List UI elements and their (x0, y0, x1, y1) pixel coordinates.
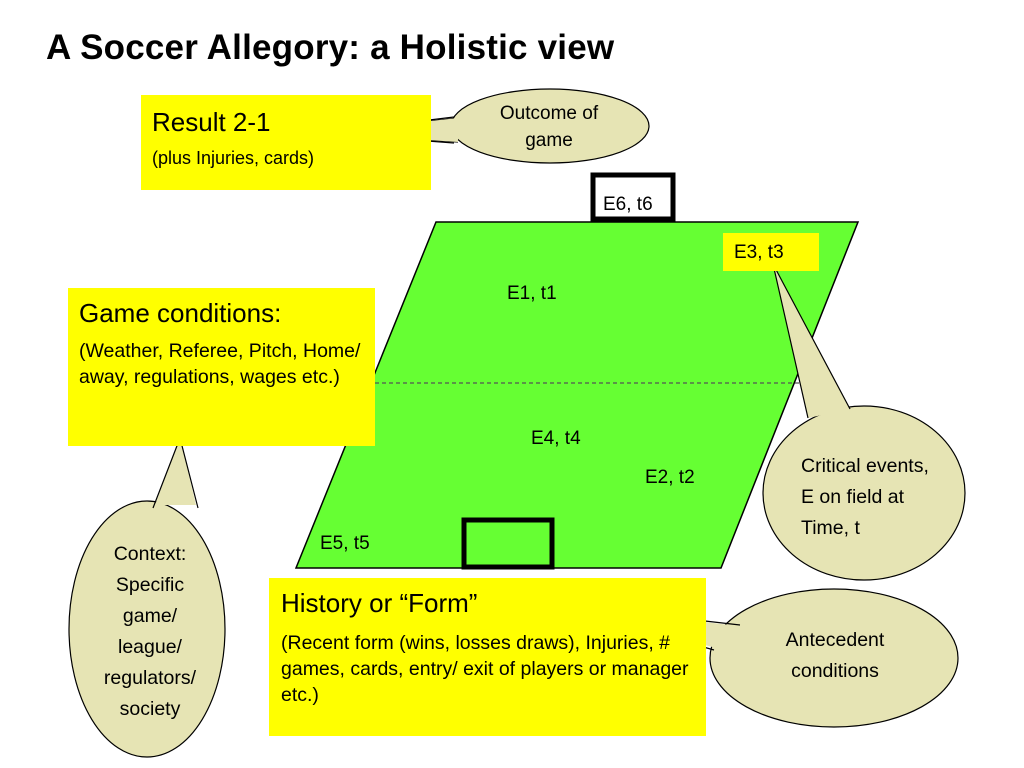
context-callout-ellipse (68, 500, 226, 758)
game-conditions-heading: Game conditions: (79, 298, 282, 328)
slide-title: A Soccer Allegory: a Holistic view (46, 28, 615, 67)
antecedent-callout-text: Antecedent conditions (785, 629, 885, 682)
event-e3-label: E3, t3 (734, 242, 784, 263)
bottom-goal (461, 517, 555, 570)
game-conditions-box: Game conditions: (Weather, Referee, Pitc… (68, 288, 375, 446)
critical-callout-text: Critical events, E on field at Time, t (801, 454, 929, 539)
history-detail: (Recent form (wins, losses draws), Injur… (281, 632, 689, 706)
context-callout-text: Context: Specific game/ league/ regulato… (103, 543, 197, 720)
e3-label-box (723, 233, 819, 271)
event-e5-label: E5, t5 (320, 533, 370, 554)
history-heading: History or “Form” (281, 588, 478, 618)
result-detail: (plus Injuries, cards) (152, 148, 315, 168)
antecedent-callout-ellipse (709, 588, 959, 728)
result-box: Result 2-1 (plus Injuries, cards) (141, 95, 431, 190)
event-e6-label: E6, t6 (603, 194, 653, 215)
event-e1-label: E1, t1 (507, 283, 557, 304)
soccer-field (294, 221, 860, 569)
game-conditions-detail: (Weather, Referee, Pitch, Home/ away, re… (79, 340, 361, 388)
outcome-callout-text: Outcome of game (499, 103, 599, 151)
result-heading: Result 2-1 (152, 107, 271, 137)
event-e2-label: E2, t2 (645, 467, 695, 488)
event-e4-label: E4, t4 (531, 428, 581, 449)
critical-callout-ellipse (762, 405, 966, 581)
history-box: History or “Form” (Recent form (wins, lo… (269, 578, 706, 736)
top-goal (590, 172, 676, 222)
